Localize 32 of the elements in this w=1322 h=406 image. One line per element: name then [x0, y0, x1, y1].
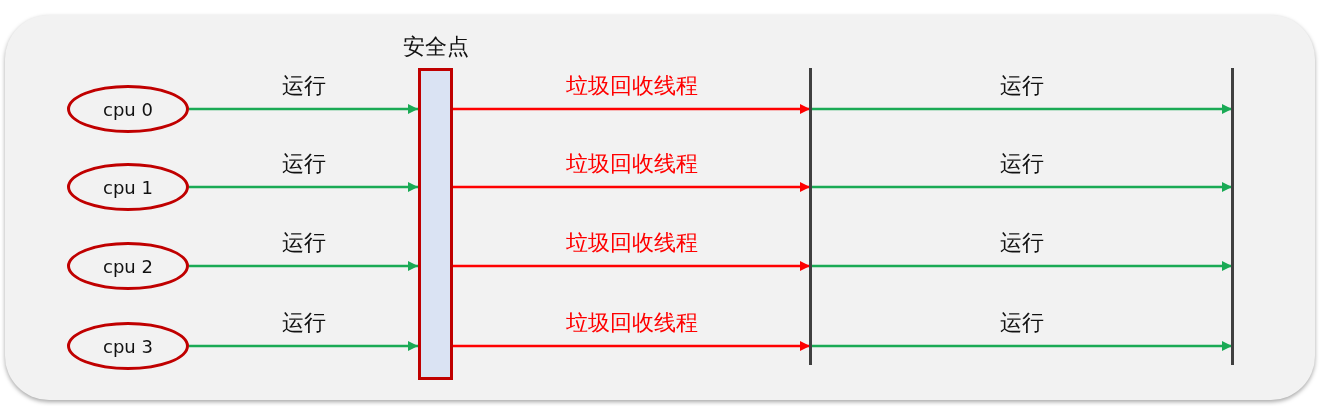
bar-heading: 安全点: [401, 36, 470, 58]
arrow: [453, 261, 810, 271]
edge-label: 运行: [999, 75, 1045, 97]
edge-label: 运行: [280, 75, 327, 97]
edge-label: 垃圾回收线程: [564, 232, 699, 254]
arrow: [812, 341, 1232, 351]
edge-label: 垃圾回收线程: [564, 75, 699, 97]
arrow: [189, 341, 418, 351]
arrow: [812, 261, 1232, 271]
edge-label: 运行: [280, 232, 327, 254]
edge-label: 运行: [280, 153, 327, 175]
vertical-line: [1231, 68, 1234, 365]
edge-label: 垃圾回收线程: [564, 312, 699, 334]
cpu-ellipse: cpu 1: [67, 163, 189, 211]
arrow: [453, 104, 810, 114]
cpu-ellipse: cpu 0: [67, 85, 189, 133]
arrow: [812, 182, 1232, 192]
edge-label: 垃圾回收线程: [564, 153, 699, 175]
edge-label: 运行: [999, 153, 1045, 175]
arrow: [812, 104, 1232, 114]
edge-label: 运行: [280, 312, 327, 334]
arrow: [453, 341, 810, 351]
edge-label: 运行: [999, 232, 1045, 254]
cpu-ellipse: cpu 3: [67, 322, 189, 370]
cpu-ellipse: cpu 2: [67, 242, 189, 290]
arrow: [189, 261, 418, 271]
arrow: [189, 182, 418, 192]
arrow: [453, 182, 810, 192]
vertical-line: [809, 68, 812, 365]
edge-label: 运行: [999, 312, 1045, 334]
arrow: [189, 104, 418, 114]
safepoint-bar: [418, 68, 453, 380]
